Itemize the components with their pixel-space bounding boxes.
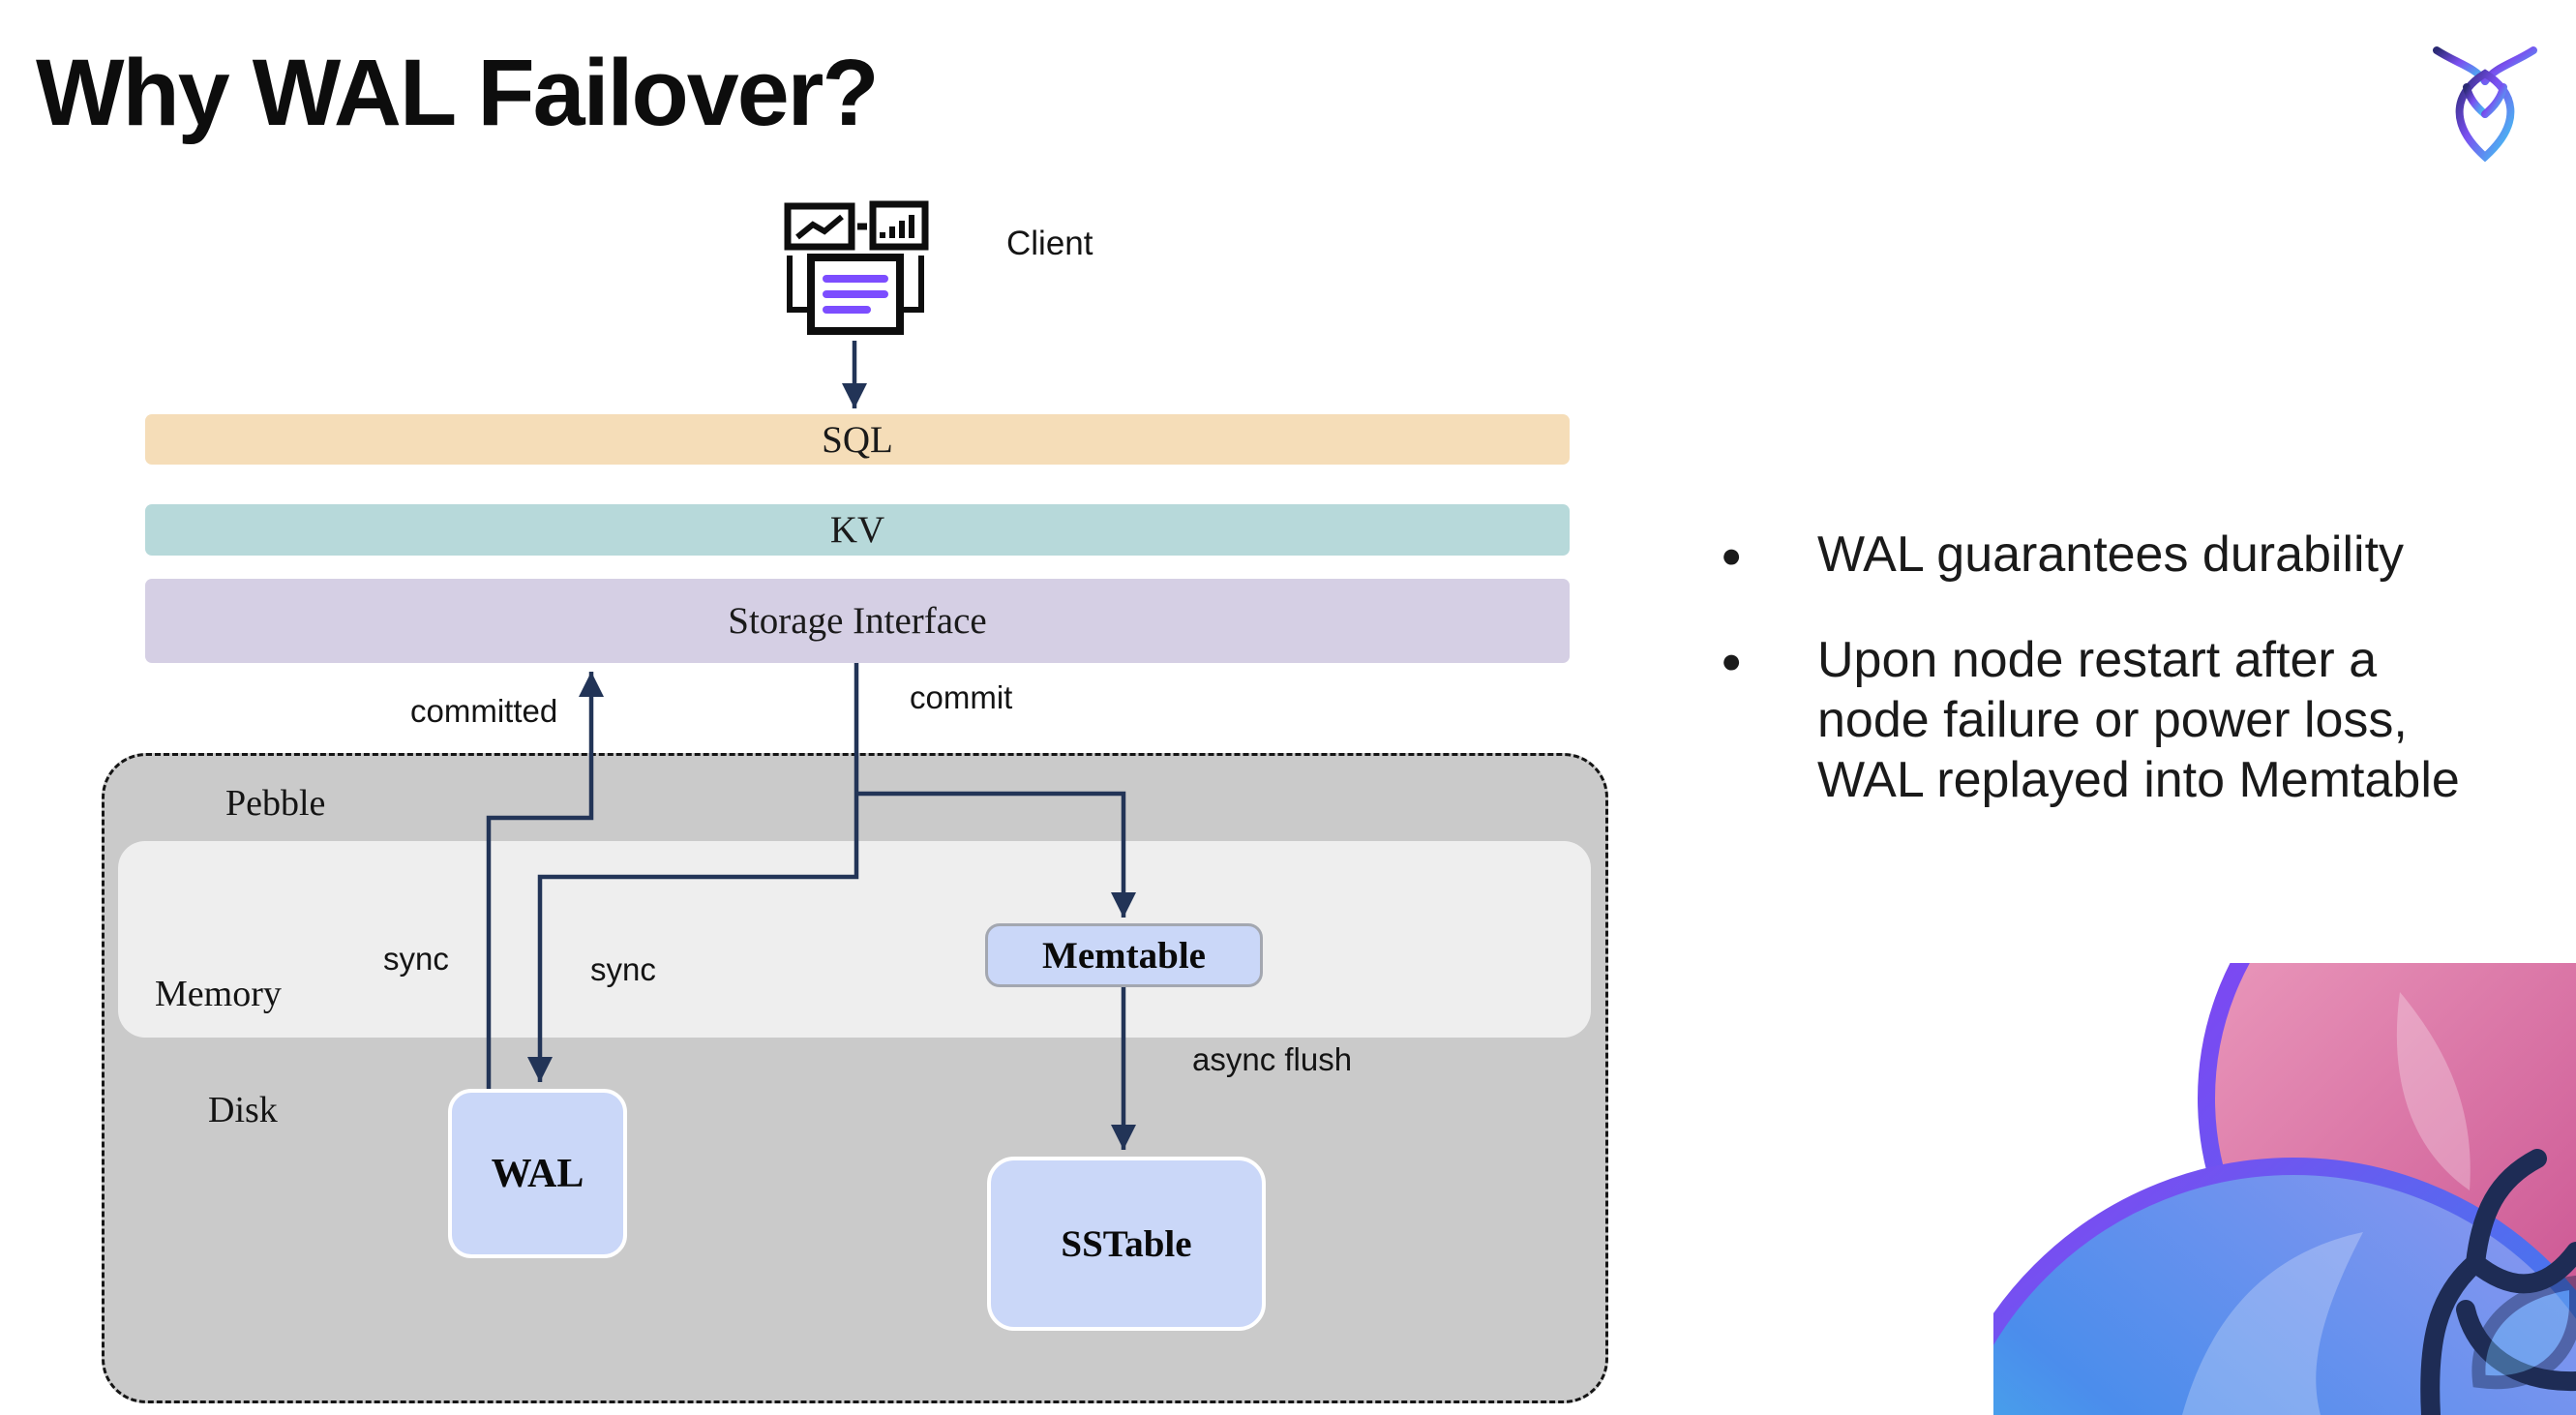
disk-label: Disk xyxy=(208,1090,278,1130)
brand-spheres-art xyxy=(1993,963,2576,1415)
bullet-list: WAL guarantees durability Upon node rest… xyxy=(1713,525,2497,856)
commit-edge-label: commit xyxy=(910,679,1013,715)
committed-edge-label: committed xyxy=(410,693,558,729)
async-flush-edge-label: async flush xyxy=(1192,1041,1353,1077)
client-apps-icon xyxy=(782,192,929,339)
bullet-item: Upon node restart after a node failure o… xyxy=(1713,630,2495,810)
memtable-box-label: Memtable xyxy=(1042,934,1206,977)
kv-layer-label: KV xyxy=(829,509,885,551)
wal-box-label: WAL xyxy=(491,1151,584,1196)
client-label: Client xyxy=(1006,225,1093,262)
bullet-item: WAL guarantees durability xyxy=(1713,525,2495,586)
sync-left-edge-label: sync xyxy=(383,941,449,977)
cockroachdb-logo-icon xyxy=(2429,35,2541,163)
pebble-label: Pebble xyxy=(225,783,326,824)
storage-interface-label: Storage Interface xyxy=(728,600,987,642)
wal-box: WAL xyxy=(448,1089,627,1258)
memtable-box: Memtable xyxy=(985,923,1263,987)
memory-band xyxy=(118,841,1591,1038)
storage-interface-bar: Storage Interface xyxy=(145,579,1570,663)
kv-layer-bar: KV xyxy=(145,504,1570,556)
memory-label: Memory xyxy=(155,974,282,1014)
sql-layer-label: SQL xyxy=(822,418,893,461)
sql-layer-bar: SQL xyxy=(145,414,1570,465)
sync-right-edge-label: sync xyxy=(590,951,656,987)
sstable-box-label: SSTable xyxy=(1061,1222,1192,1265)
sstable-box: SSTable xyxy=(987,1157,1266,1331)
page-title: Why WAL Failover? xyxy=(36,40,880,145)
